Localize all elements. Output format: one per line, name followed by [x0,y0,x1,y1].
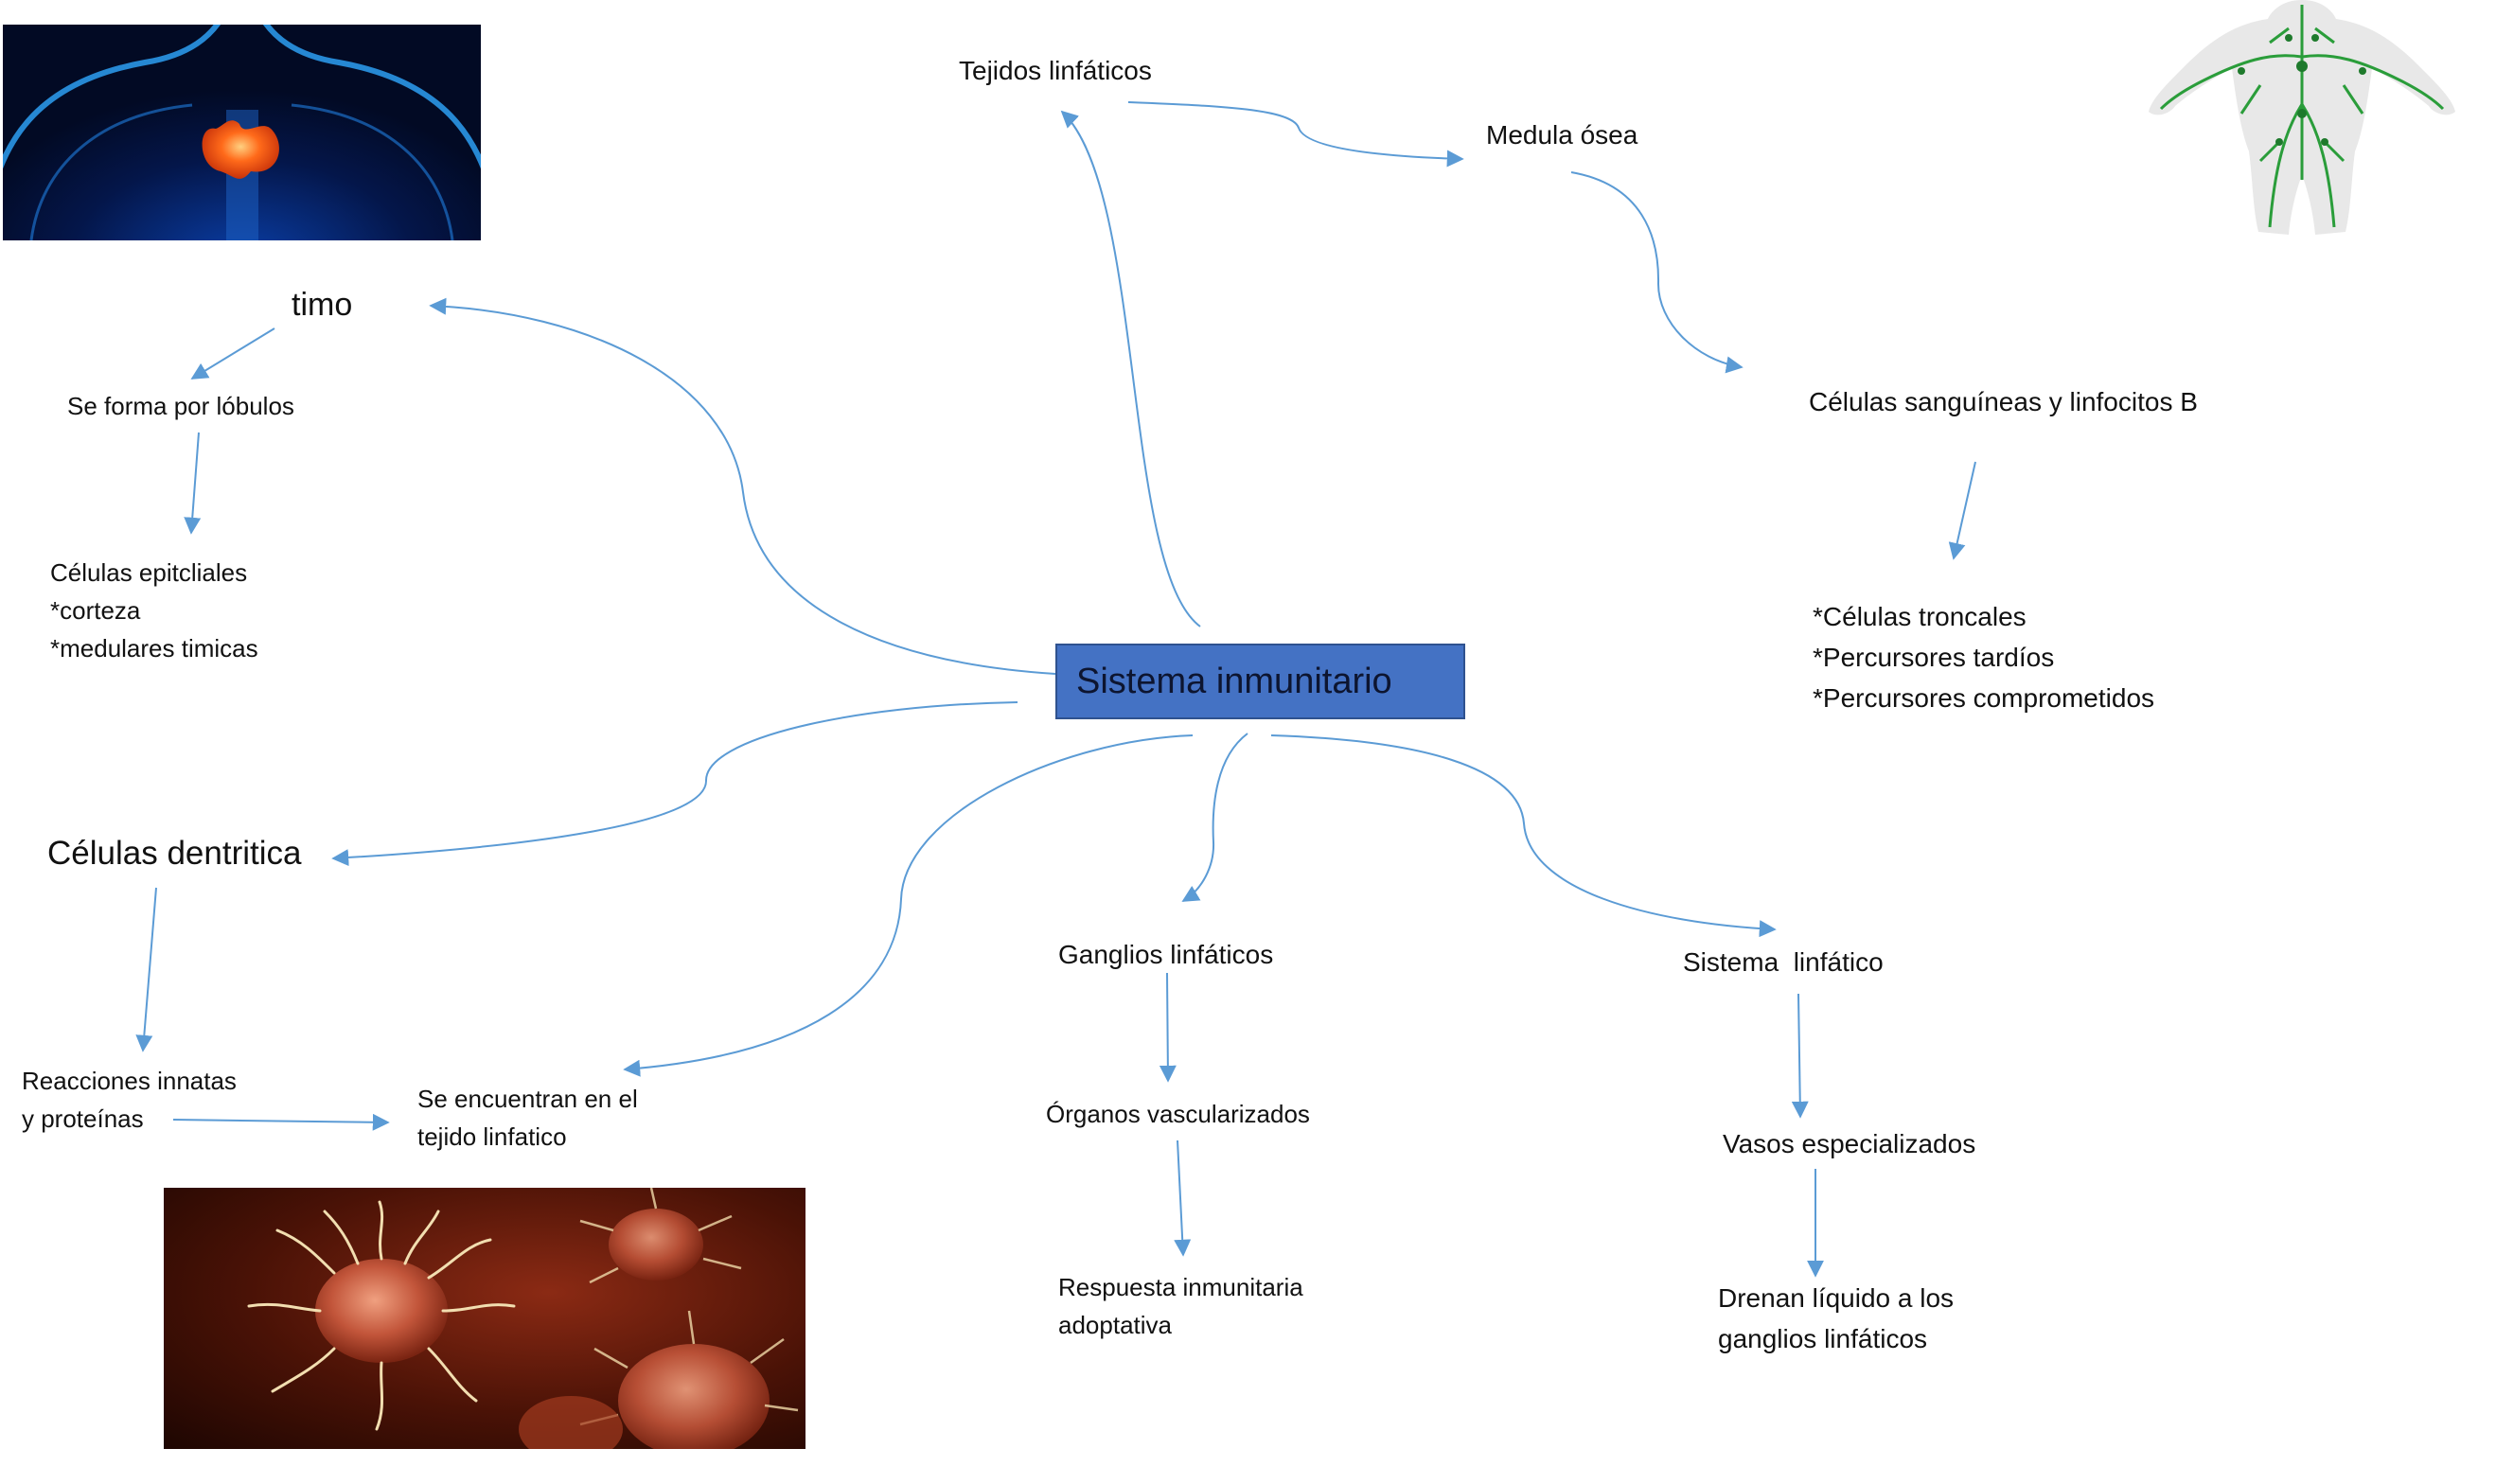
node-sistema-linfatico: Sistema linfático [1683,947,1884,977]
edge-lobulos-epiteliales [184,432,202,535]
node-celulas-troncales: *Células troncales *Percursores tardíos … [1813,596,2154,718]
lymphatic-body-image [2147,0,2457,237]
node-reacciones: Reacciones innatas y proteínas [22,1062,237,1138]
troncales-line-2: *Percursores tardíos [1813,643,2055,672]
edge-central-encuentran [623,734,1194,1077]
drenan-line-2: ganglios linfáticos [1718,1324,1928,1353]
encuentran-line-1: Se encuentran en el [417,1085,638,1113]
node-organos-vascularizados: Órganos vascularizados [1046,1100,1310,1128]
node-celulas-sanguineas: Células sanguíneas y linfocitos B [1809,387,2198,416]
thymus-image [3,25,481,240]
encuentran-line-2: tejido linfatico [417,1122,567,1151]
node-celulas-dentritica: Células dentritica [47,835,302,872]
edge-central-dendritica [331,701,1018,867]
edge-sanguineas-troncales [1948,461,1976,560]
node-timo: timo [292,287,353,323]
edge-dendritica-reacciones [135,887,157,1052]
edge-central-ganglios [1181,733,1248,902]
node-se-encuentran: Se encuentran en el tejido linfatico [417,1080,638,1156]
drenan-line-1: Drenan líquido a los [1718,1283,1955,1313]
epiteliales-line-1: Células epitcliales [50,558,248,587]
edge-central-sistema [1270,734,1777,938]
central-node: Sistema inmunitario [1055,644,1465,719]
edge-reacciones-encuentran [172,1113,390,1131]
node-vasos-especializados: Vasos especializados [1723,1129,1976,1158]
respuesta-line-2: adoptativa [1058,1311,1172,1339]
edge-tejidos-medula [1127,101,1464,168]
edge-central-tejidos [1060,110,1201,627]
edge-timo-lobulos [190,327,275,380]
reacciones-line-1: Reacciones innatas [22,1067,237,1095]
edge-medula-sanguineas [1570,171,1744,374]
node-lobulos: Se forma por lóbulos [67,392,294,420]
reacciones-line-2: y proteínas [22,1104,144,1133]
troncales-line-1: *Células troncales [1813,602,2027,631]
respuesta-line-1: Respuesta inmunitaria [1058,1273,1303,1301]
node-respuesta-inmunitaria: Respuesta inmunitaria adoptativa [1058,1268,1303,1344]
edge-ganglios-organos [1159,972,1177,1083]
troncales-line-3: *Percursores comprometidos [1813,683,2155,713]
node-drenan: Drenan líquido a los ganglios linfáticos [1718,1278,1954,1359]
node-medula-osea: Medula ósea [1486,120,1638,150]
node-tejidos-linfaticos: Tejidos linfáticos [959,56,1152,85]
node-celulas-epiteliales: Células epitcliales *corteza *medulares … [50,554,258,667]
edge-central-timo [429,297,1056,675]
node-ganglios-linfaticos: Ganglios linfáticos [1058,940,1274,969]
epiteliales-line-2: *corteza [50,596,141,625]
epiteliales-line-3: *medulares timicas [50,634,258,662]
edge-organos-respuesta [1174,1140,1192,1257]
edge-sistema-vasos [1791,993,1809,1119]
dendritic-cell-image [164,1188,805,1449]
